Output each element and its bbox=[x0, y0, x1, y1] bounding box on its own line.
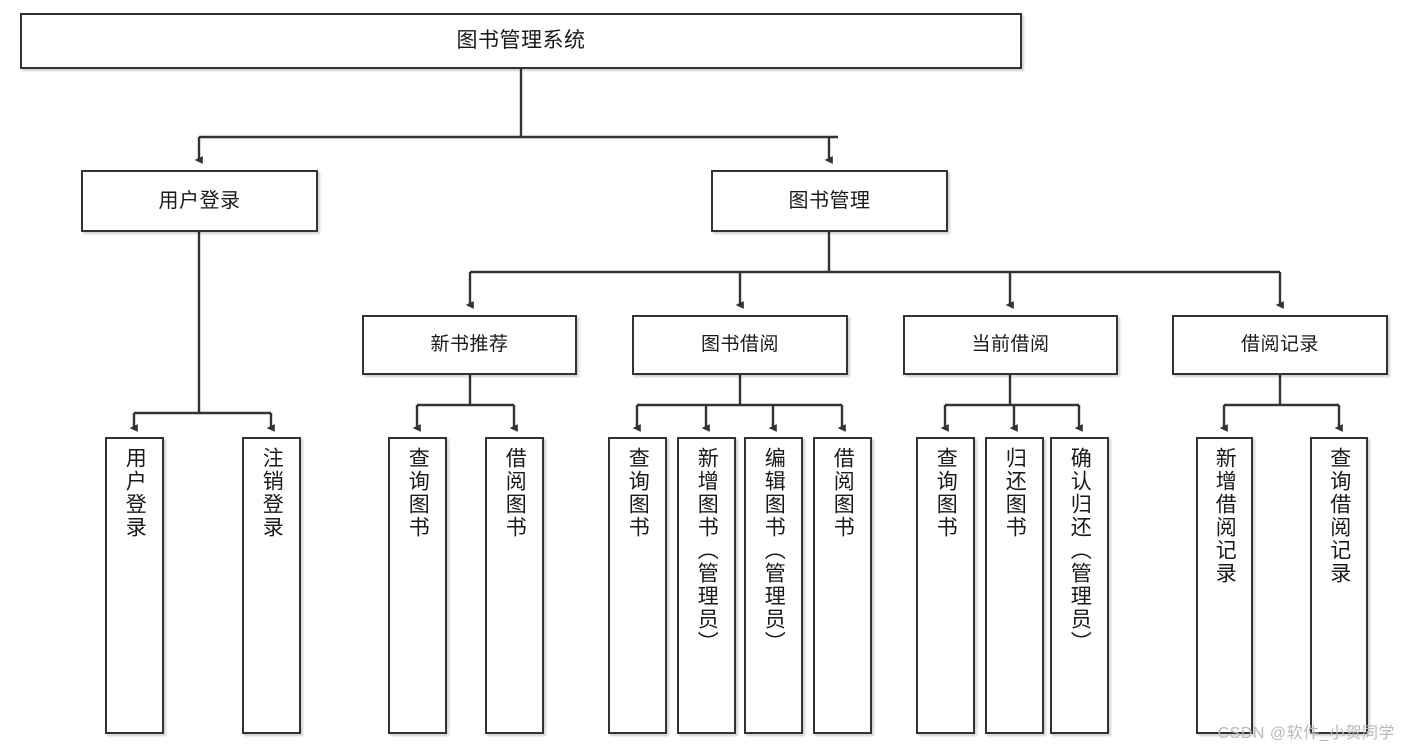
node-leaf-logout[interactable]: 注销登录 bbox=[242, 437, 301, 734]
node-book-management-label: 图书管理 bbox=[788, 189, 871, 212]
node-user-login[interactable]: 用户登录 bbox=[81, 170, 318, 232]
node-leaf-add-borrow-record-label: 新增借阅记录 bbox=[1213, 447, 1237, 585]
node-leaf-borrow-book-new-label: 借阅图书 bbox=[503, 447, 527, 539]
node-leaf-return-book[interactable]: 归还图书 bbox=[985, 437, 1044, 734]
node-leaf-add-book-label: 新增图书（管理员） bbox=[695, 447, 719, 654]
node-leaf-borrow-book[interactable]: 借阅图书 bbox=[813, 437, 872, 734]
node-root-label: 图书管理系统 bbox=[456, 29, 586, 53]
node-new-book-recommend-label: 新书推荐 bbox=[430, 334, 509, 356]
node-book-management[interactable]: 图书管理 bbox=[711, 170, 948, 232]
node-new-book-recommend[interactable]: 新书推荐 bbox=[362, 315, 577, 375]
node-leaf-user-login-label: 用户登录 bbox=[123, 447, 147, 539]
node-borrow-records-label: 借阅记录 bbox=[1240, 334, 1319, 356]
node-leaf-edit-book[interactable]: 编辑图书（管理员） bbox=[744, 437, 803, 734]
node-leaf-confirm-return-label: 确认归还（管理员） bbox=[1068, 447, 1092, 654]
node-leaf-query-book-borrow-label: 查询图书 bbox=[626, 447, 650, 539]
node-book-borrow-label: 图书借阅 bbox=[700, 334, 779, 356]
node-leaf-query-borrow-record-label: 查询借阅记录 bbox=[1327, 447, 1351, 585]
node-borrow-records[interactable]: 借阅记录 bbox=[1172, 315, 1388, 375]
node-leaf-user-login[interactable]: 用户登录 bbox=[105, 437, 164, 734]
node-user-login-label: 用户登录 bbox=[158, 189, 241, 212]
node-leaf-query-borrow-record[interactable]: 查询借阅记录 bbox=[1310, 437, 1368, 734]
node-root-book-management-system[interactable]: 图书管理系统 bbox=[20, 13, 1022, 69]
node-current-borrow[interactable]: 当前借阅 bbox=[903, 315, 1118, 375]
node-book-borrow[interactable]: 图书借阅 bbox=[632, 315, 848, 375]
node-leaf-query-book-new[interactable]: 查询图书 bbox=[388, 437, 447, 734]
node-leaf-return-book-label: 归还图书 bbox=[1003, 447, 1027, 539]
node-leaf-add-borrow-record[interactable]: 新增借阅记录 bbox=[1196, 437, 1253, 734]
node-current-borrow-label: 当前借阅 bbox=[971, 334, 1050, 356]
node-leaf-borrow-book-new[interactable]: 借阅图书 bbox=[485, 437, 544, 734]
node-leaf-query-book-current-label: 查询图书 bbox=[934, 447, 958, 539]
node-leaf-edit-book-label: 编辑图书（管理员） bbox=[762, 447, 786, 654]
node-leaf-query-book-current[interactable]: 查询图书 bbox=[916, 437, 975, 734]
node-leaf-borrow-book-label: 借阅图书 bbox=[831, 447, 855, 539]
node-leaf-logout-label: 注销登录 bbox=[260, 447, 284, 539]
node-leaf-add-book[interactable]: 新增图书（管理员） bbox=[677, 437, 736, 734]
node-leaf-confirm-return[interactable]: 确认归还（管理员） bbox=[1050, 437, 1109, 734]
node-leaf-query-book-new-label: 查询图书 bbox=[406, 447, 430, 539]
node-leaf-query-book-borrow[interactable]: 查询图书 bbox=[608, 437, 667, 734]
